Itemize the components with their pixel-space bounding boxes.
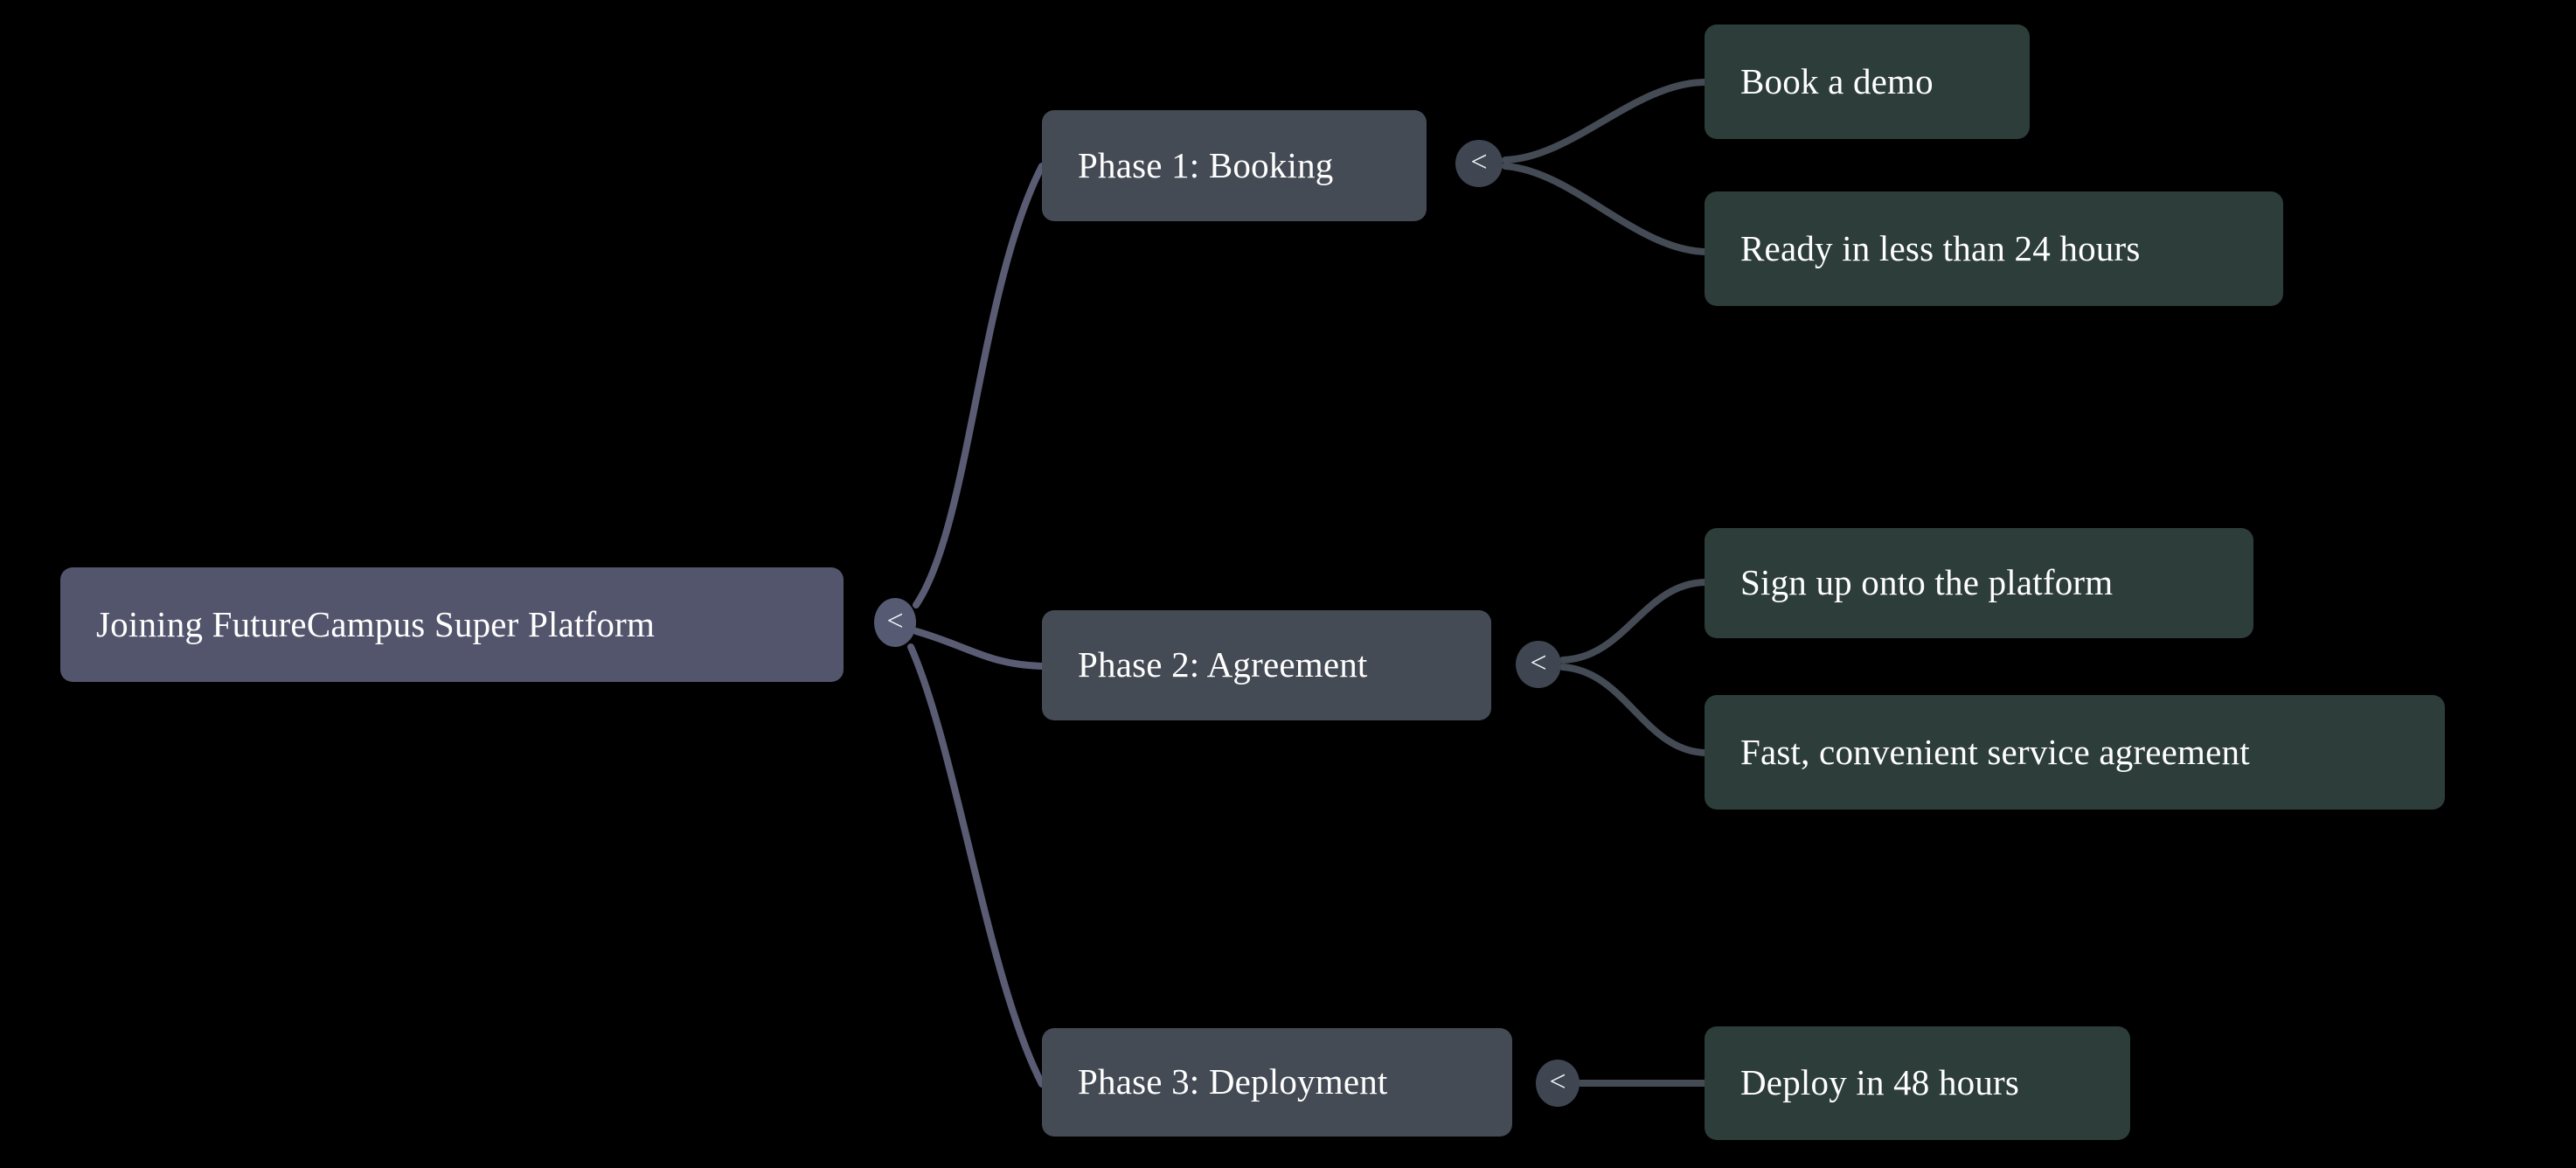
node-phase-1[interactable]: Phase 1: Booking — [1042, 110, 1427, 221]
node-phase-2-label: Phase 2: Agreement — [1078, 644, 1368, 685]
node-phase-1-child-2[interactable]: Ready in less than 24 hours — [1705, 191, 2283, 306]
node-phase-2-child-2[interactable]: Fast, convenient service agreement — [1705, 695, 2445, 810]
node-phase-2-child-2-label: Fast, convenient service agreement — [1740, 731, 2250, 772]
node-phase-1-child-1[interactable]: Book a demo — [1705, 24, 2030, 139]
node-root[interactable]: Joining FutureCampus Super Platform — [60, 567, 844, 682]
node-phase-2[interactable]: Phase 2: Agreement — [1042, 610, 1491, 720]
node-phase-3-child-1[interactable]: Deploy in 48 hours — [1705, 1026, 2130, 1140]
node-phase-1-label: Phase 1: Booking — [1078, 144, 1334, 185]
edge-phase-1-to-child-1 — [1502, 79, 1708, 163]
chevron-left-icon: < — [1530, 646, 1547, 679]
node-phase-3[interactable]: Phase 3: Deployment — [1042, 1028, 1512, 1137]
node-phase-1-child-1-label: Book a demo — [1740, 60, 1934, 101]
edge-phase-2-to-child-2 — [1559, 664, 1708, 756]
chevron-left-icon: < — [886, 604, 904, 637]
toggle-phase-1[interactable]: < — [1455, 140, 1503, 187]
edge-root-to-phase-1 — [913, 163, 1045, 608]
node-phase-1-child-2-label: Ready in less than 24 hours — [1740, 227, 2141, 268]
node-phase-3-label: Phase 3: Deployment — [1078, 1061, 1388, 1102]
node-phase-2-child-1[interactable]: Sign up onto the platform — [1705, 528, 2253, 638]
edge-root-to-phase-3 — [907, 643, 1045, 1088]
chevron-left-icon: < — [1549, 1065, 1566, 1098]
edge-phase-2-to-child-1 — [1559, 579, 1708, 664]
node-phase-2-child-1-label: Sign up onto the platform — [1740, 562, 2114, 603]
edge-phase-1-to-child-2 — [1502, 163, 1708, 255]
toggle-phase-2[interactable]: < — [1516, 641, 1561, 688]
node-root-label: Joining FutureCampus Super Platform — [96, 603, 656, 644]
node-phase-3-child-1-label: Deploy in 48 hours — [1740, 1062, 2020, 1103]
chevron-left-icon: < — [1470, 145, 1488, 178]
toggle-root[interactable]: < — [874, 598, 916, 647]
toggle-phase-3[interactable]: < — [1536, 1060, 1580, 1107]
edge-root-to-phase-2 — [913, 628, 1045, 670]
